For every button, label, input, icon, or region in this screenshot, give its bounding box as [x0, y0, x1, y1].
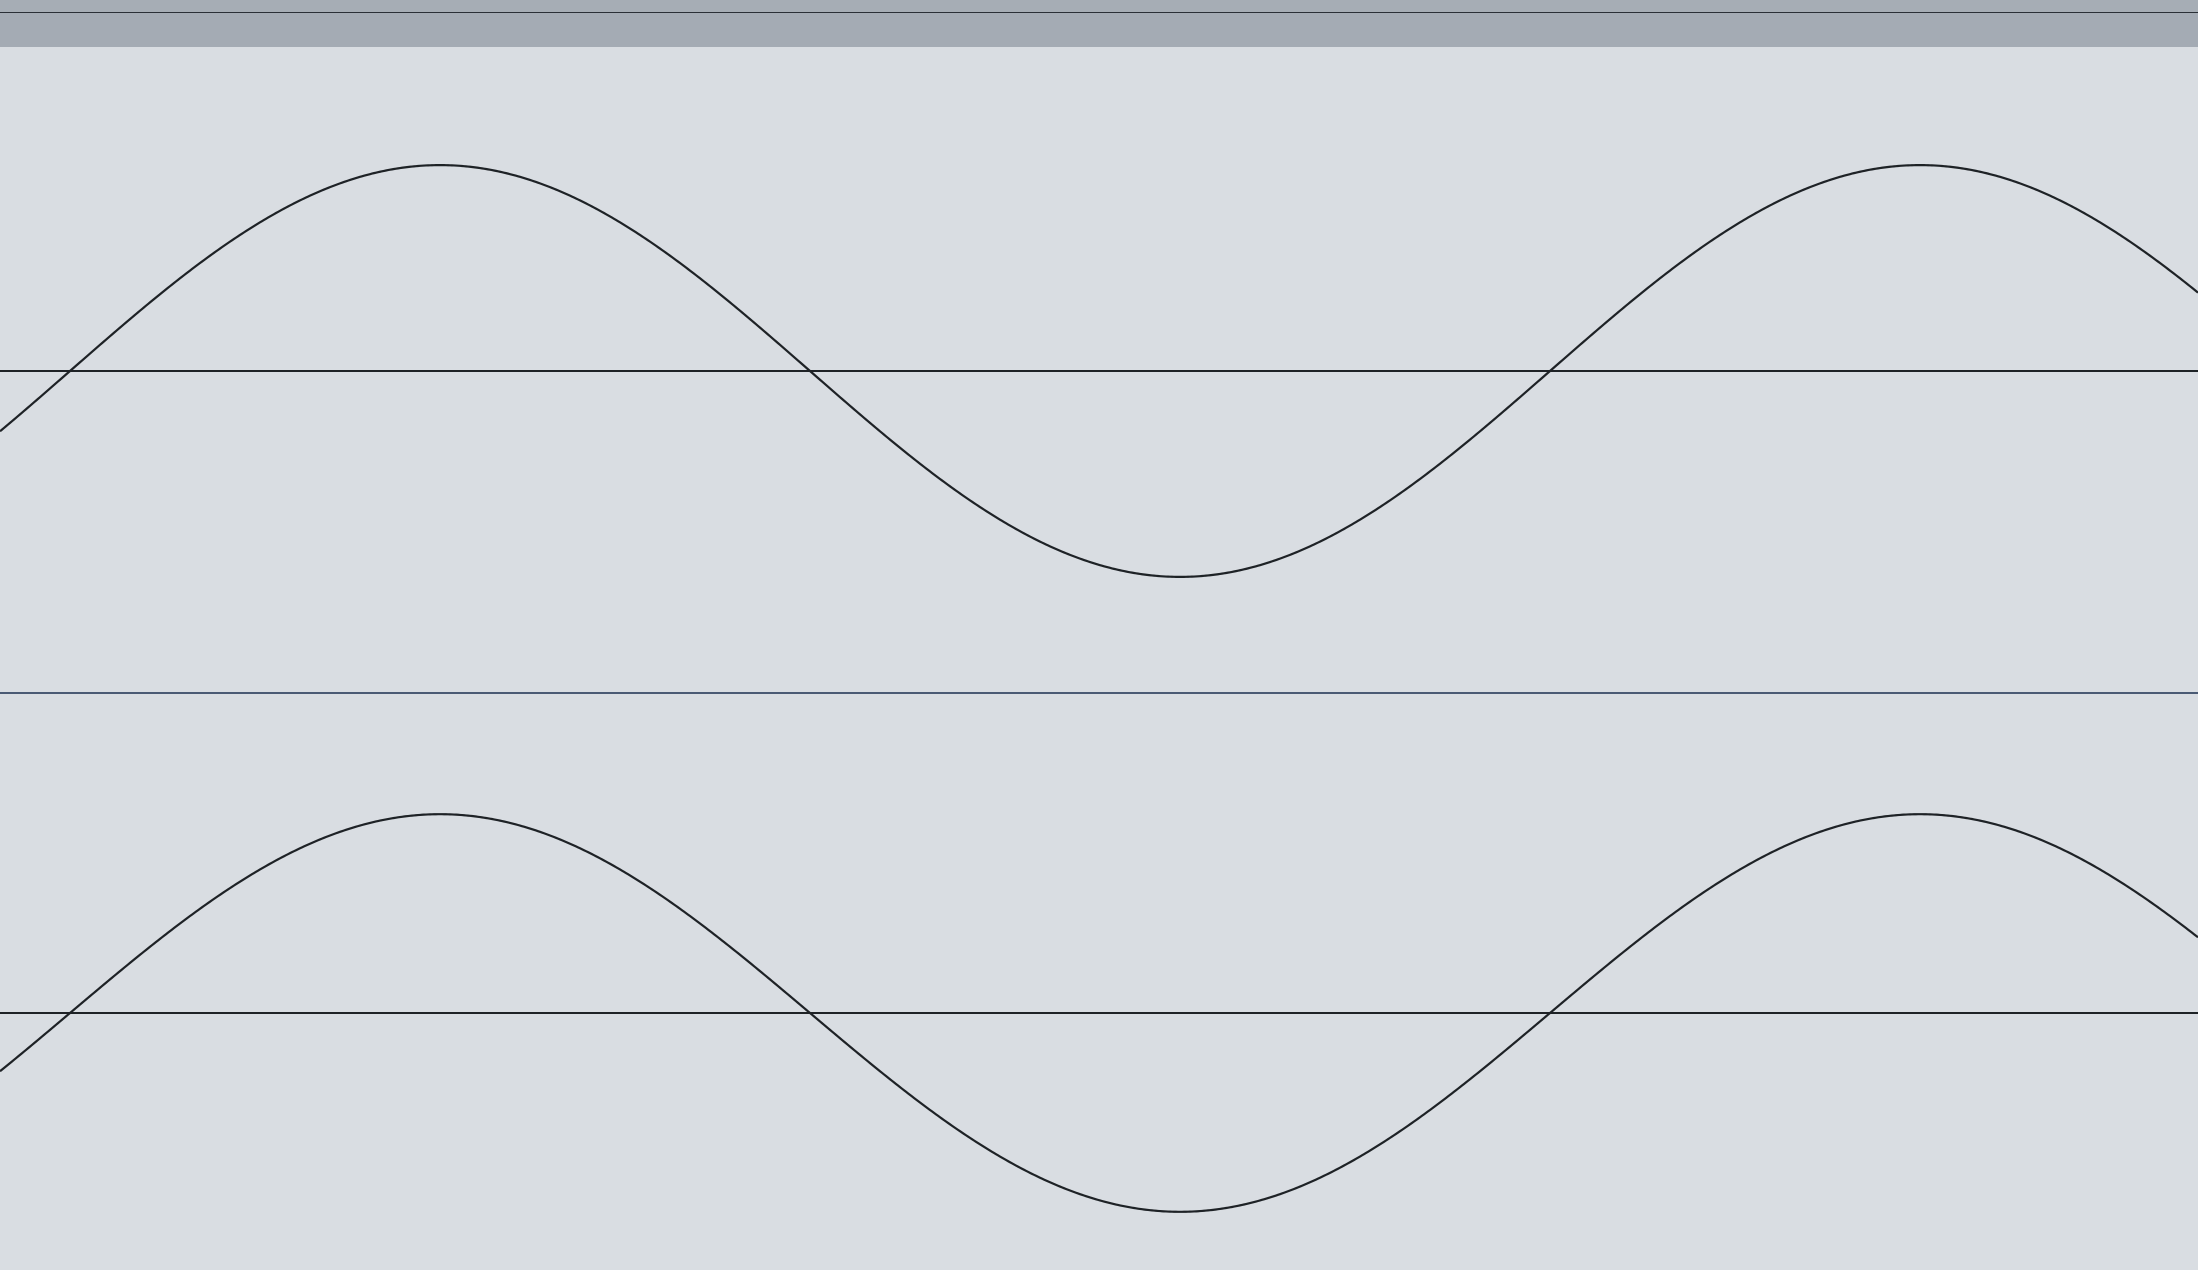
- channel-right-wave: [0, 813, 2198, 1213]
- channel-left-wave: [0, 163, 2198, 579]
- channel-left[interactable]: [0, 47, 2198, 689]
- channel-left-waveform: [0, 163, 2198, 579]
- timeline-ruler[interactable]: [0, 13, 2198, 47]
- channel-right[interactable]: [0, 695, 2198, 1270]
- channel-right-waveform: [0, 813, 2198, 1213]
- waveform-canvas[interactable]: [0, 47, 2198, 1270]
- channel-divider[interactable]: [0, 692, 2198, 694]
- title-bar: [0, 0, 2198, 13]
